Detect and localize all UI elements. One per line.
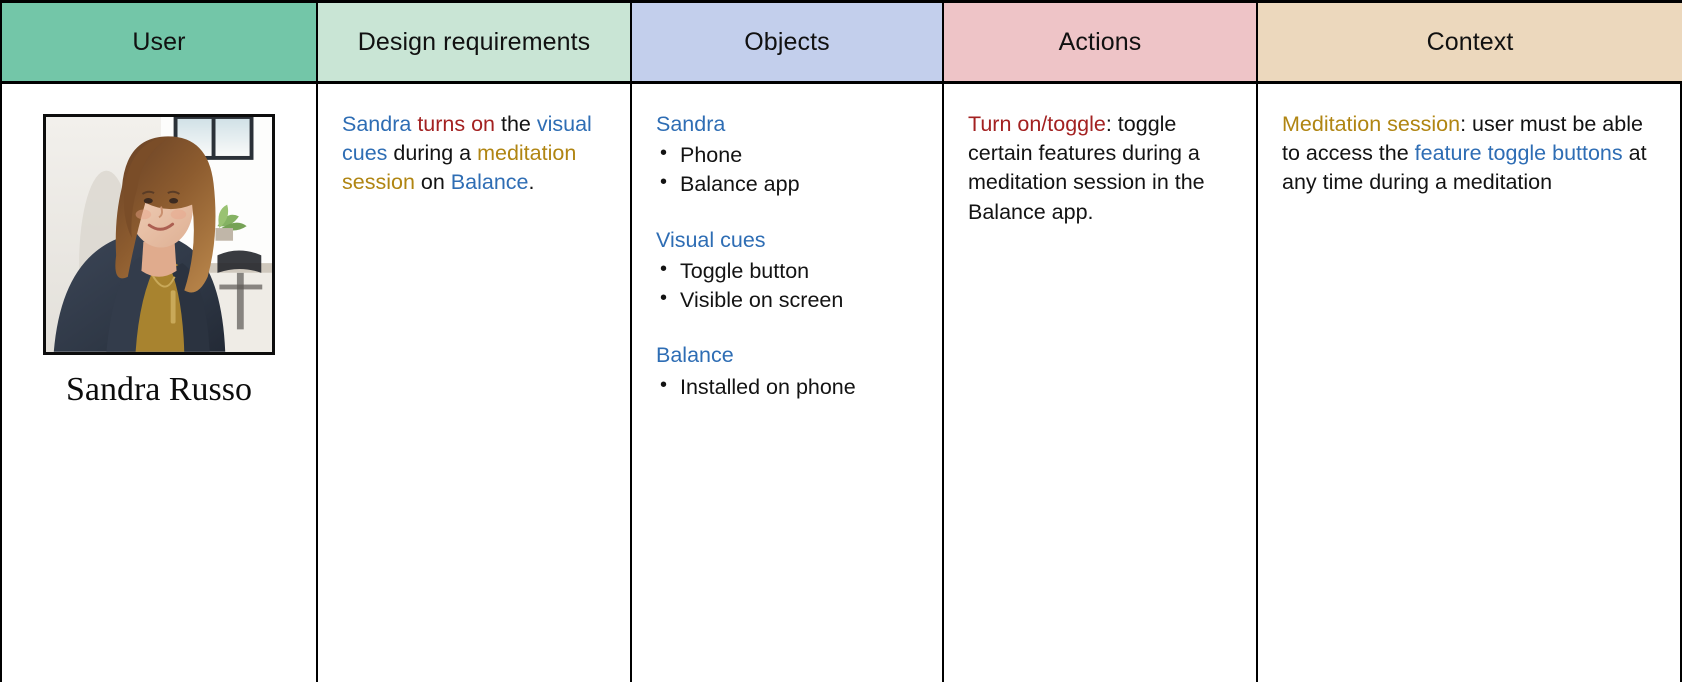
text-segment-context: meditation session (342, 141, 577, 195)
text-segment-object: visual cues (342, 112, 592, 166)
text-segment-action: Turn on/toggle (968, 112, 1106, 136)
actions-text: Turn on/toggle: toggle certain features … (968, 110, 1234, 227)
text-segment-object: Balance (450, 170, 529, 195)
text-segment-object: Sandra (342, 112, 412, 136)
cell-actions: Turn on/toggle: toggle certain features … (944, 84, 1258, 682)
column-header-user-label: User (132, 27, 186, 56)
list-item: Balance app (656, 169, 926, 199)
text-segment-plain: . (528, 170, 535, 195)
text-segment-plain: the (495, 112, 537, 136)
context-text: Meditation session: user must be able to… (1282, 110, 1660, 198)
column-header-design-requirements: Design requirements (318, 3, 632, 81)
column-header-objects: Objects (632, 3, 944, 81)
user-photo (46, 117, 272, 352)
text-segment-action: turns on (417, 112, 496, 136)
objects-group: BalanceInstalled on phone (656, 341, 926, 401)
text-segment-plain: : toggle certain features during a medit… (968, 112, 1205, 224)
cell-user: Sandra Russo (2, 84, 318, 682)
list-item: Toggle button (656, 256, 926, 286)
objects-group-title: Balance (656, 343, 734, 368)
matrix-body-row: Sandra Russo Sandra turns on the visual … (2, 84, 1680, 682)
column-header-actions: Actions (944, 3, 1258, 81)
objects-group-title: Visual cues (656, 227, 766, 252)
column-header-context: Context (1258, 3, 1682, 81)
text-segment-plain: : user must be able to access the (1282, 112, 1643, 166)
design-requirements-sentence: Sandra turns on the visual cues during a… (342, 110, 608, 198)
text-segment-object: feature toggle buttons (1414, 141, 1623, 166)
list-item: Visible on screen (656, 285, 926, 315)
column-header-objects-label: Objects (744, 27, 830, 56)
objects-group-list: PhoneBalance app (656, 140, 926, 199)
objects-group-title: Sandra (656, 112, 726, 136)
column-header-context-label: Context (1426, 27, 1514, 56)
user-name: Sandra Russo (65, 371, 253, 408)
list-item: Installed on phone (656, 372, 926, 402)
text-segment-plain: on (414, 170, 451, 195)
cell-design-requirements: Sandra turns on the visual cues during a… (318, 84, 632, 682)
objects-group: Visual cuesToggle buttonVisible on scree… (656, 226, 926, 316)
column-header-user: User (2, 3, 318, 81)
column-header-design-requirements-label: Design requirements (357, 27, 591, 56)
objects-group: SandraPhoneBalance app (656, 110, 926, 200)
user-avatar-frame (43, 114, 275, 355)
text-segment-context: Meditation session (1282, 112, 1461, 136)
cell-context: Meditation session: user must be able to… (1258, 84, 1682, 682)
matrix-header-row: User Design requirements Objects Actions… (2, 0, 1682, 84)
objects-group-list: Toggle buttonVisible on screen (656, 256, 926, 315)
text-segment-plain: at any time during a meditation (1282, 141, 1647, 195)
list-item: Phone (656, 140, 926, 170)
text-segment-plain: during a (387, 141, 478, 166)
objects-group-list: Installed on phone (656, 372, 926, 402)
column-header-actions-label: Actions (1058, 27, 1142, 56)
